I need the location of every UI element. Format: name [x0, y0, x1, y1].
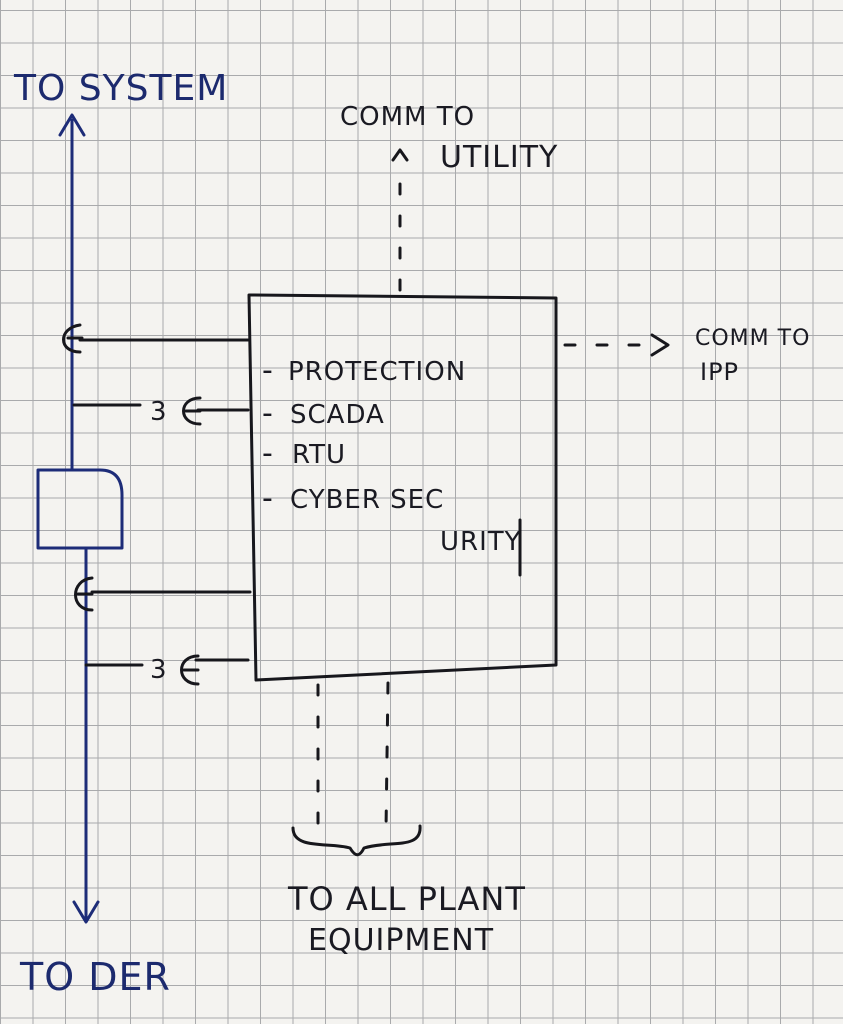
- label-to-all-plant-line1: TO ALL PLANT: [287, 880, 526, 918]
- item-rtu: RTU: [292, 440, 346, 470]
- arrow-down-icon: [72, 900, 100, 924]
- label-comm-to-ipp-line2: IPP: [700, 358, 739, 386]
- bullet-dash: -: [262, 396, 274, 431]
- plant-dashed-line-right: [384, 681, 390, 832]
- bullet-dash: -: [262, 353, 274, 388]
- bullet-dash: -: [262, 481, 274, 516]
- brace-symbol: [291, 824, 422, 857]
- label-pt-upper: 3: [150, 397, 168, 427]
- arrow-up-icon: [58, 113, 86, 137]
- label-comm-to-ipp-line1: COMM TO: [695, 326, 810, 351]
- item-scada: SCADA: [290, 400, 385, 430]
- bullet-dash: -: [262, 436, 274, 471]
- item-cyber-sec: CYBER SEC: [290, 485, 444, 515]
- label-pt-lower: 3: [150, 655, 168, 685]
- controller-box: [247, 293, 558, 682]
- arrow-up-small-icon: [391, 148, 409, 162]
- label-comm-to-utility-line1: COMM TO: [340, 102, 475, 132]
- controller-function-list: - PROTECTION - SCADA - RTU - CYBER SEC U…: [262, 353, 522, 557]
- breaker-symbol: [36, 468, 124, 550]
- item-cyber-sec-wrap: URITY: [440, 527, 522, 557]
- item-protection: PROTECTION: [288, 357, 466, 387]
- arrow-right-icon: [650, 333, 670, 357]
- label-comm-to-utility-line2: UTILITY: [440, 140, 558, 175]
- label-to-system: TO SYSTEM: [13, 68, 228, 109]
- label-to-der: TO DER: [19, 955, 171, 999]
- current-transformer-lower: [74, 576, 94, 612]
- label-to-all-plant-line2: EQUIPMENT: [308, 923, 494, 958]
- current-transformer-upper: [62, 323, 84, 354]
- voltage-transformer-lower: [180, 654, 200, 686]
